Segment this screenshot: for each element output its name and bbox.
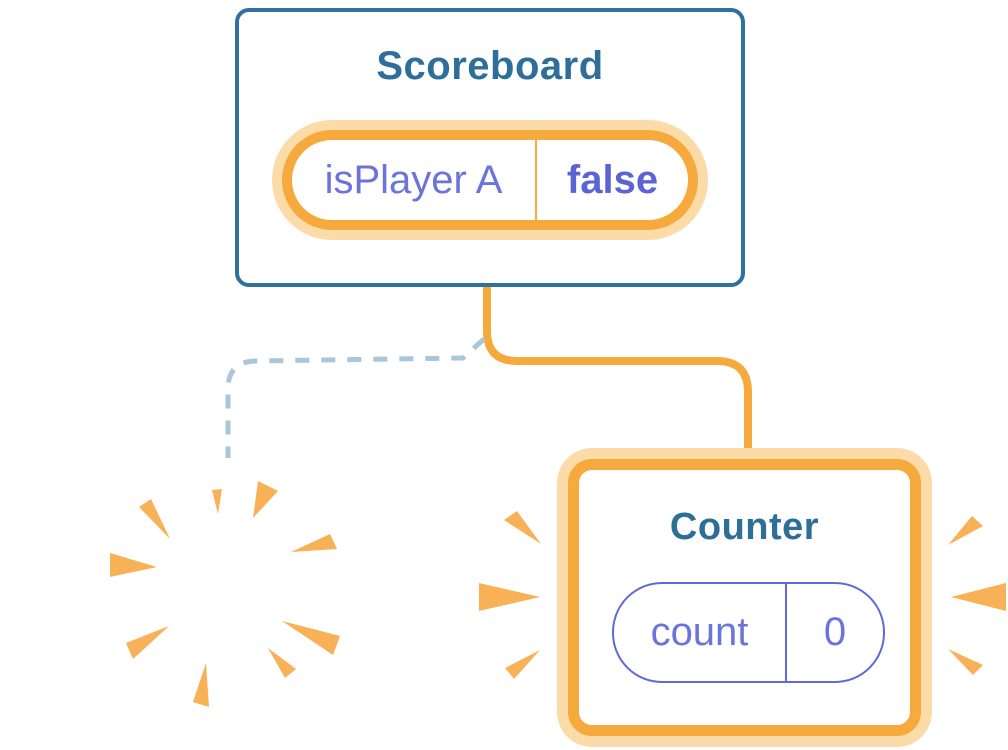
connector-dashed-scoreboard-to-removed xyxy=(225,337,486,458)
scoreboard-state-value: false xyxy=(566,157,659,202)
counter-title: Counter xyxy=(669,506,820,548)
scoreboard-card: Scoreboard isPlayer A false xyxy=(235,8,745,287)
counter-state-label: count xyxy=(614,584,787,681)
scoreboard-title: Scoreboard xyxy=(376,44,604,88)
counter-emphasis-left-icon xyxy=(479,511,541,679)
removed-component-card xyxy=(84,452,368,723)
counter-state-value: 0 xyxy=(823,610,847,654)
counter-card: Counter count 0 xyxy=(568,459,921,736)
scoreboard-state-label: isPlayer A xyxy=(292,140,537,220)
counter-emphasis-right-icon xyxy=(948,516,1006,675)
scoreboard-state-pill: isPlayer A false xyxy=(282,130,698,230)
counter-state-pill: count 0 xyxy=(612,582,885,683)
connector-solid-scoreboard-to-counter xyxy=(483,285,752,455)
